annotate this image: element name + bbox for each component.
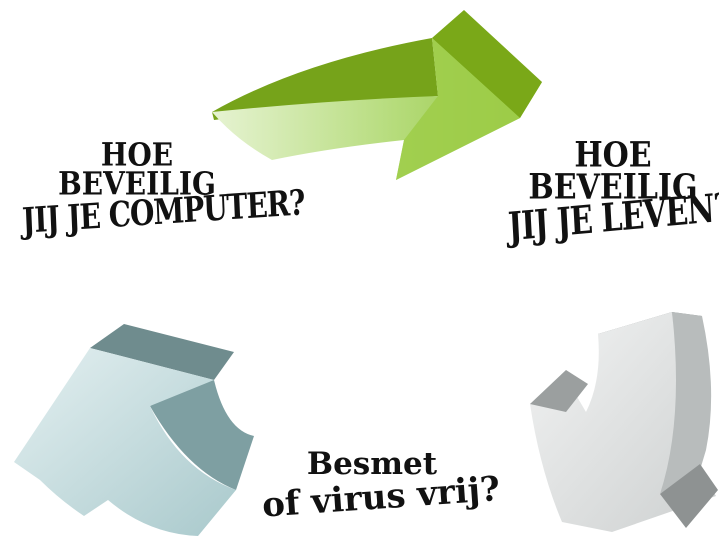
label-computer-line1: HOE xyxy=(100,135,174,174)
label-infected-or-virus-free: Besmet of virus vrij? xyxy=(261,446,501,525)
label-protect-computer: HOE BEVEILIG JIJ JE COMPUTER? xyxy=(21,135,305,241)
gray-arrow-body xyxy=(530,312,716,532)
gray-arrow-head-left xyxy=(530,370,588,412)
label-virus-line1: Besmet xyxy=(306,446,438,482)
gray-arrow-icon xyxy=(530,312,718,532)
label-virus-line2: of virus vrij? xyxy=(260,468,502,526)
green-arrow-head-face xyxy=(396,38,520,180)
teal-arrow-top-face xyxy=(90,324,234,380)
green-arrow-icon xyxy=(212,10,542,180)
label-leven-line1: HOE xyxy=(574,135,652,176)
teal-arrow-inner-face xyxy=(150,380,254,490)
teal-arrow-body xyxy=(14,348,236,536)
label-computer-line2: BEVEILIG xyxy=(58,164,216,203)
teal-arrow-icon xyxy=(14,324,254,536)
label-leven-line2: BEVEILIG xyxy=(528,166,698,208)
label-protect-life: HOE BEVEILIG JIJ JE LEVEN? xyxy=(507,135,719,251)
green-arrow-head-top xyxy=(432,10,542,118)
gray-arrow-head-right xyxy=(660,464,718,528)
gray-arrow-side xyxy=(660,312,712,494)
